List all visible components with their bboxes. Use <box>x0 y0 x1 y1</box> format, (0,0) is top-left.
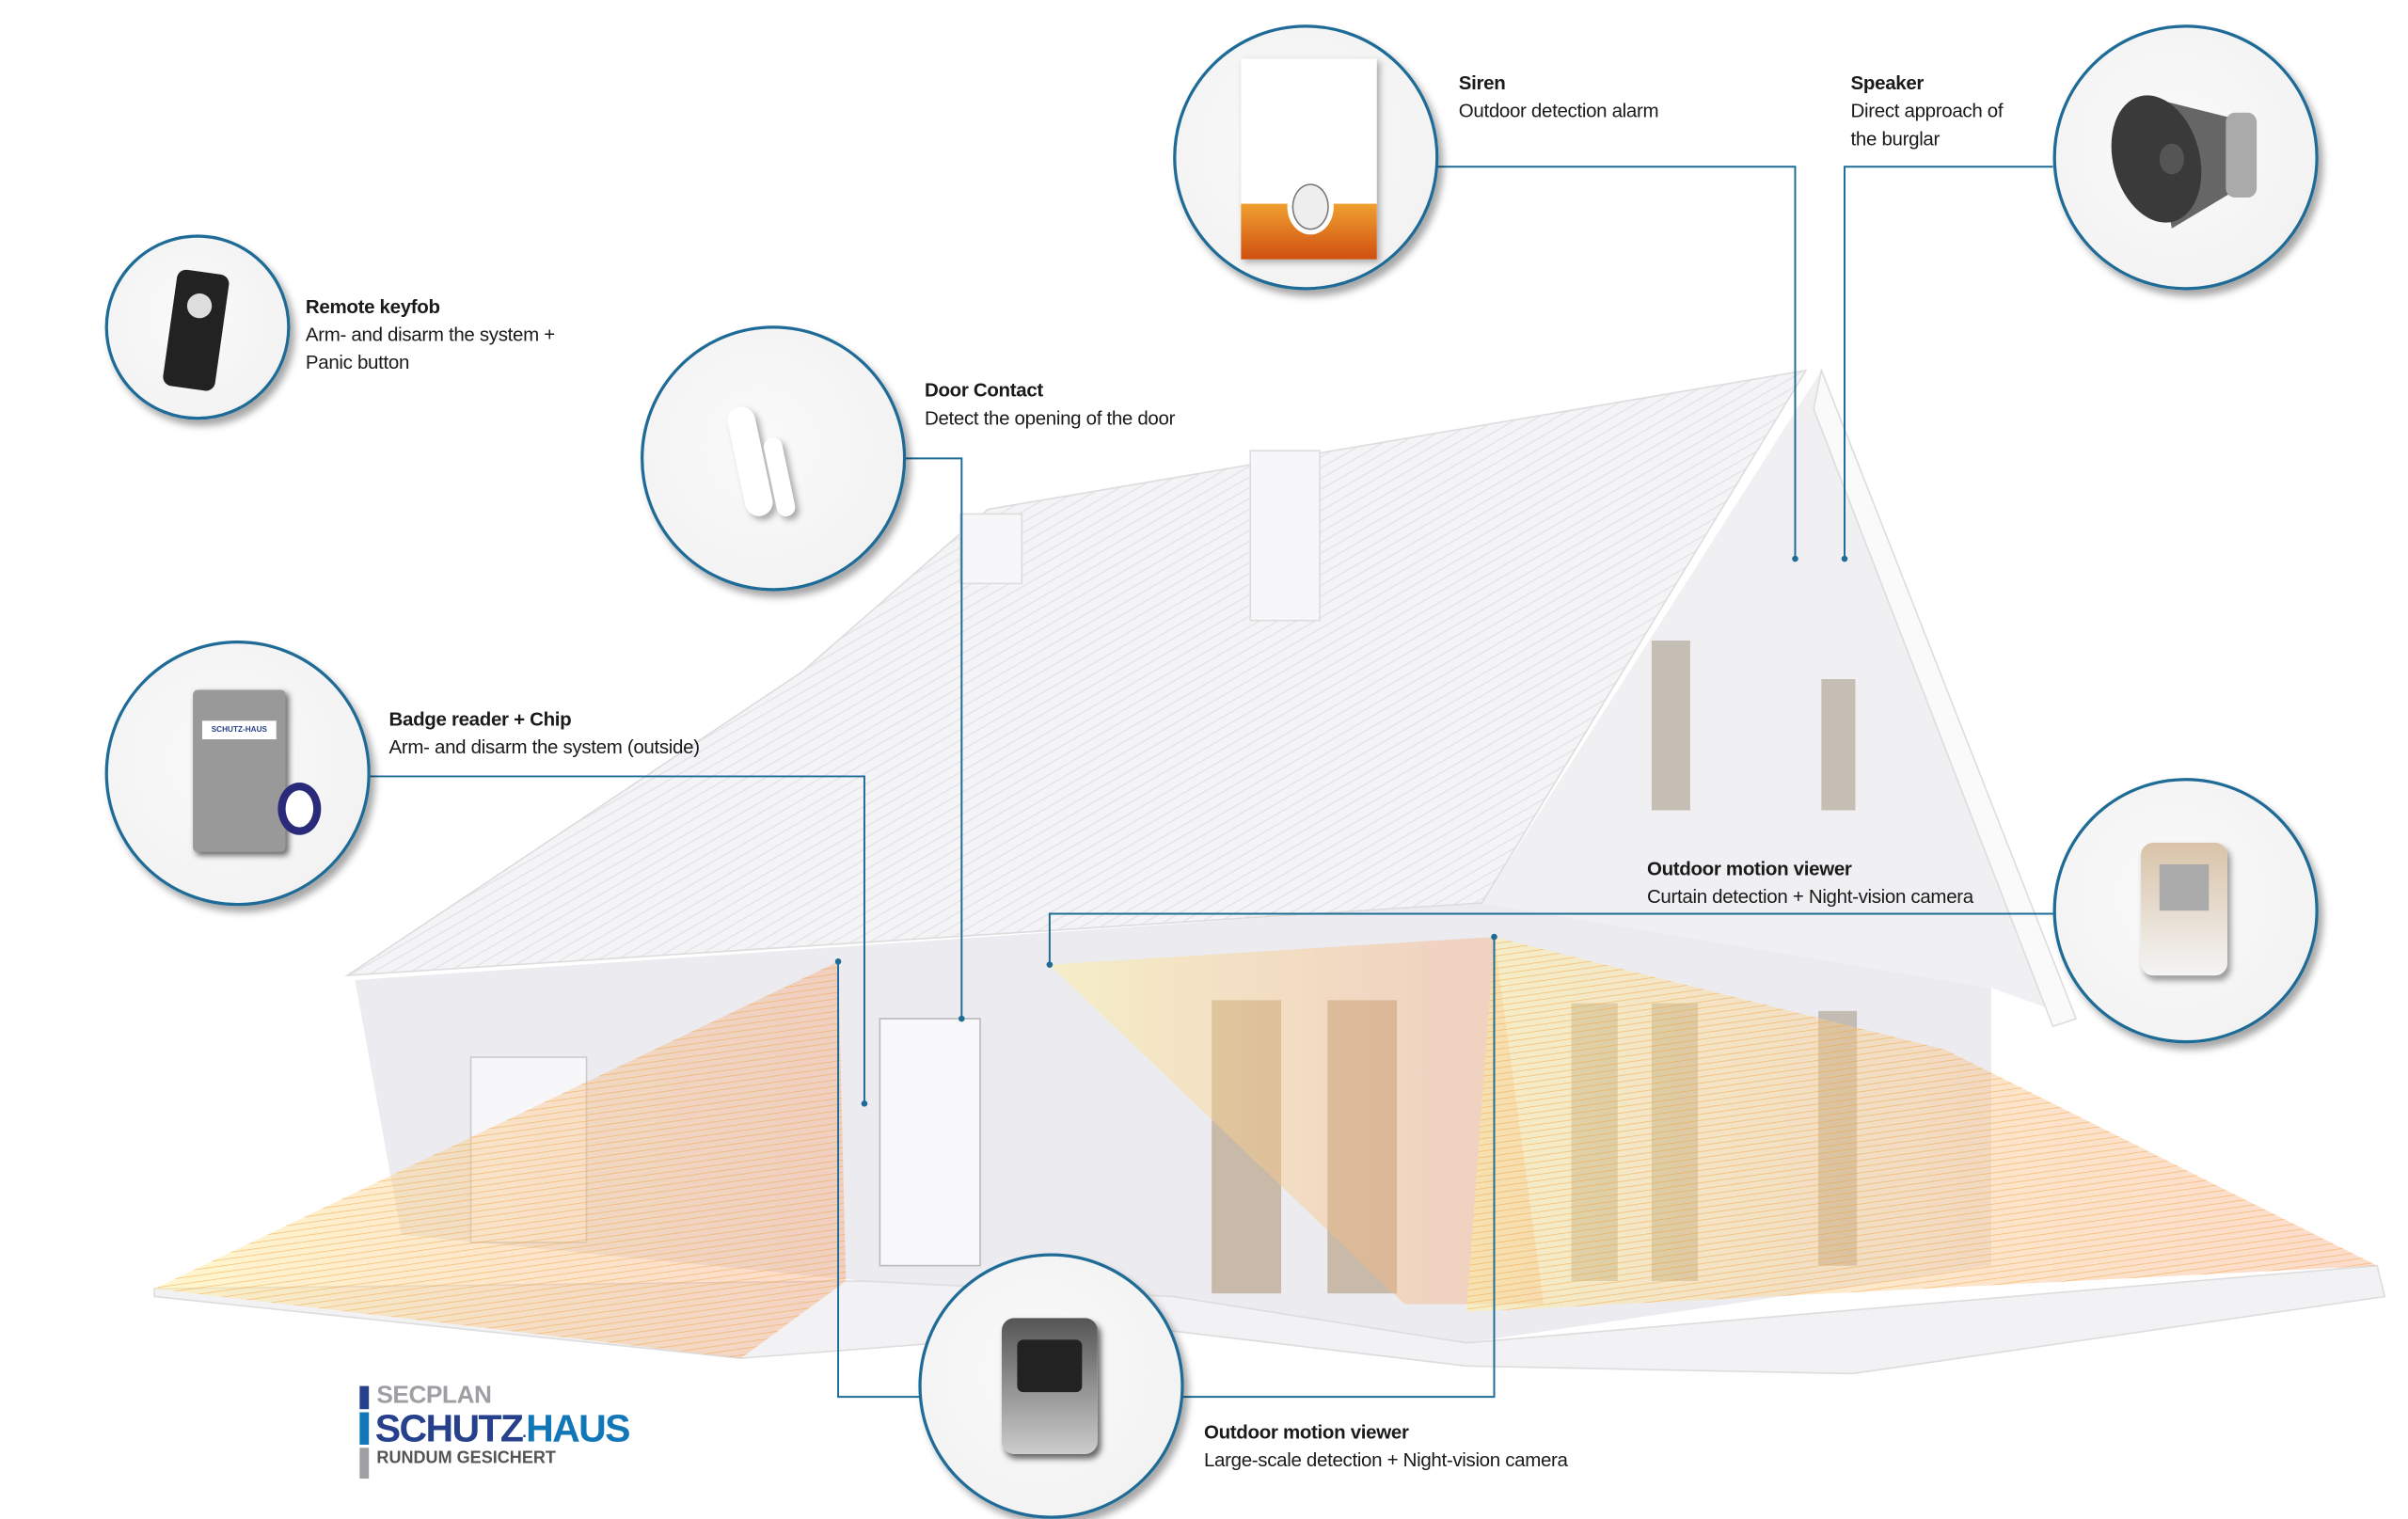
logo-line1: SECPLAN <box>376 1383 492 1410</box>
siren-image <box>1173 24 1439 291</box>
siren-icon <box>1241 58 1377 260</box>
device-description: Large-scale detection + Night-vision cam… <box>1203 1448 1568 1471</box>
remote-keyfob-image <box>104 234 291 420</box>
logo-line2: SCHUTZ·HAUS <box>374 1407 631 1451</box>
door-contact-image <box>641 325 907 592</box>
large-scale-motion-viewer-image <box>918 1253 1184 1519</box>
chip-icon <box>277 782 322 835</box>
keyfob-icon <box>162 268 230 392</box>
badge-brand-text: SCHUTZ-HAUS <box>201 720 277 740</box>
speaker-icon <box>2111 95 2258 229</box>
device-description: Panic button <box>305 352 410 374</box>
siren-label: Siren Outdoor detection alarm <box>1459 70 1659 125</box>
device-description: the burglar <box>1850 128 1941 150</box>
badge-reader-image: SCHUTZ-HAUS <box>104 641 371 907</box>
device-title: Siren <box>1458 72 1506 95</box>
curtain-motion-viewer-image <box>2052 778 2319 1044</box>
device-title: Outdoor motion viewer <box>1646 858 1852 880</box>
logo-line3: RUNDUM GESICHERT <box>376 1448 556 1468</box>
device-title: Badge reader + Chip <box>388 708 572 731</box>
device-description: Curtain detection + Night-vision camera <box>1646 885 1973 908</box>
device-title: Remote keyfob <box>305 296 440 319</box>
remote-keyfob-label: Remote keyfob Arm- and disarm the system… <box>306 293 555 377</box>
badge-reader-label: Badge reader + Chip Arm- and disarm the … <box>388 705 701 761</box>
device-description: Arm- and disarm the system (outside) <box>388 736 701 758</box>
speaker-label: Speaker Direct approach of the burglar <box>1851 70 2004 153</box>
badge-reader-icon: SCHUTZ-HAUS <box>193 689 286 852</box>
device-description: Outdoor detection alarm <box>1458 100 1659 122</box>
device-title: Speaker <box>1850 72 1925 95</box>
detection-zones <box>154 937 2378 1359</box>
device-title: Door Contact <box>924 379 1043 402</box>
connector-dots <box>834 555 1848 1107</box>
motion-viewer-icon <box>1002 1318 1098 1454</box>
device-description: Arm- and disarm the system + <box>305 324 555 346</box>
connector-lines <box>367 166 2053 1399</box>
curtain-motion-viewer-label: Outdoor motion viewer Curtain detection … <box>1647 855 1973 910</box>
device-description: Detect the opening of the door <box>924 407 1176 430</box>
motion-viewer-icon <box>2141 842 2227 976</box>
door-contact-label: Door Contact Detect the opening of the d… <box>925 376 1175 432</box>
large-scale-motion-viewer-label: Outdoor motion viewer Large-scale detect… <box>1204 1418 1568 1474</box>
device-title: Outdoor motion viewer <box>1203 1421 1409 1444</box>
speaker-image <box>2052 24 2319 291</box>
device-description: Direct approach of <box>1850 100 2004 122</box>
